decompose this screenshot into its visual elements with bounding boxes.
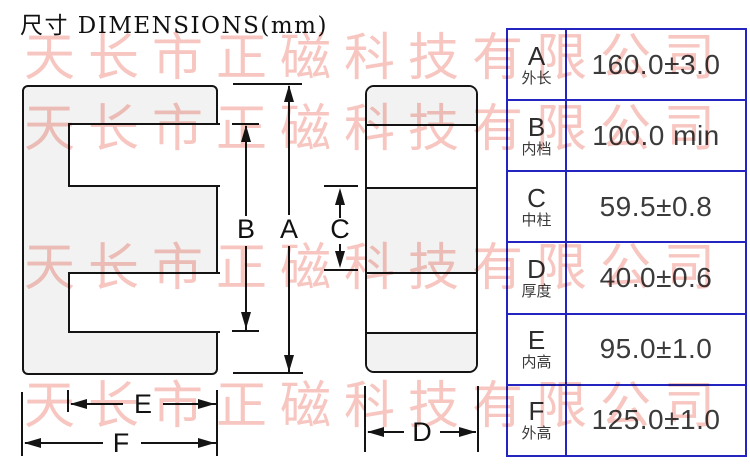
row-letter: F: [528, 396, 545, 427]
dim-tick: [233, 83, 302, 85]
spec-table: A 外长 160.0±3.0 B 内档 100.0 min C: [506, 27, 747, 458]
table-row: C 中柱 59.5±0.8: [506, 170, 747, 244]
side-view-band: [367, 334, 476, 371]
row-letter: C: [527, 182, 546, 213]
row-cn-label: 厚度: [521, 283, 552, 301]
table-row: D 厚度 40.0±0.6: [506, 241, 747, 315]
row-value: 160.0±3.0: [591, 48, 721, 80]
dim-tick: [232, 330, 259, 332]
arrow-up-icon: [241, 125, 251, 142]
side-view-divider: [367, 187, 476, 189]
row-cn-label: 内档: [521, 140, 552, 158]
row-value: 95.0±1.0: [599, 333, 713, 365]
dim-line: [163, 403, 216, 405]
dim-line: [245, 126, 247, 216]
arrow-right-icon: [459, 427, 476, 437]
dim-line: [288, 246, 290, 373]
dim-extension-line: [364, 386, 366, 452]
row-value: 100.0 min: [592, 119, 720, 151]
dim-label-F: F: [112, 428, 130, 458]
dim-extension-line: [21, 392, 23, 456]
front-view-upper-notch: [68, 123, 220, 187]
page-title: 尺寸 DIMENSIONS(mm): [20, 13, 328, 39]
row-cn-label: 外高: [521, 425, 552, 443]
arrow-down-icon: [335, 251, 345, 268]
dim-line: [288, 86, 290, 215]
dim-label-D: D: [412, 417, 432, 447]
dim-tick: [232, 123, 259, 125]
dim-tick: [233, 372, 303, 374]
dimension-spec-table: A 外长 160.0±3.0 B 内档 100.0 min C: [506, 27, 747, 458]
dim-label-E: E: [133, 389, 152, 419]
arrow-right-icon: [198, 399, 215, 409]
arrow-right-icon: [198, 438, 215, 448]
table-row: F 外高 125.0±1.0: [506, 383, 747, 458]
row-cn-label: 内高: [521, 354, 552, 372]
row-value: 59.5±0.8: [599, 190, 713, 222]
dim-line: [440, 431, 476, 433]
row-value: 125.0±1.0: [591, 404, 721, 436]
side-view-band: [367, 87, 476, 124]
row-letter: B: [527, 111, 546, 142]
dim-line: [339, 244, 341, 254]
row-cn-label: 中柱: [521, 211, 552, 229]
dim-extension-line: [67, 390, 69, 412]
dim-label-C: C: [330, 214, 350, 244]
table-row: A 外长 160.0±3.0: [506, 27, 747, 102]
dim-line: [245, 246, 247, 330]
side-view-divider: [367, 272, 476, 274]
front-view-lower-notch: [68, 272, 220, 333]
row-value: 40.0±0.6: [599, 262, 713, 294]
dim-tick: [324, 269, 358, 271]
dim-tick: [324, 185, 358, 187]
side-view-band: [367, 189, 476, 272]
dim-extension-line: [477, 386, 479, 452]
table-row: E 内高 95.0±1.0: [506, 312, 747, 386]
arrow-up-icon: [284, 85, 294, 102]
dim-line: [71, 403, 123, 405]
dim-label-B: B: [236, 214, 255, 244]
e-core-side-view: [365, 85, 478, 373]
dim-extension-line: [216, 390, 218, 456]
side-view-divider: [367, 332, 476, 334]
dim-line: [141, 442, 216, 444]
arrow-down-icon: [284, 355, 294, 372]
arrow-up-icon: [335, 188, 345, 205]
dim-line: [25, 442, 103, 444]
row-cn-label: 外长: [521, 69, 552, 87]
row-letter: D: [527, 254, 546, 285]
dim-label-A: A: [279, 214, 298, 244]
dim-line: [339, 204, 341, 218]
row-letter: E: [527, 325, 546, 356]
table-row: B 内档 100.0 min: [506, 99, 747, 173]
arrow-down-icon: [241, 312, 251, 329]
side-view-divider: [367, 124, 476, 126]
row-letter: A: [527, 40, 546, 71]
dim-line: [368, 431, 404, 433]
